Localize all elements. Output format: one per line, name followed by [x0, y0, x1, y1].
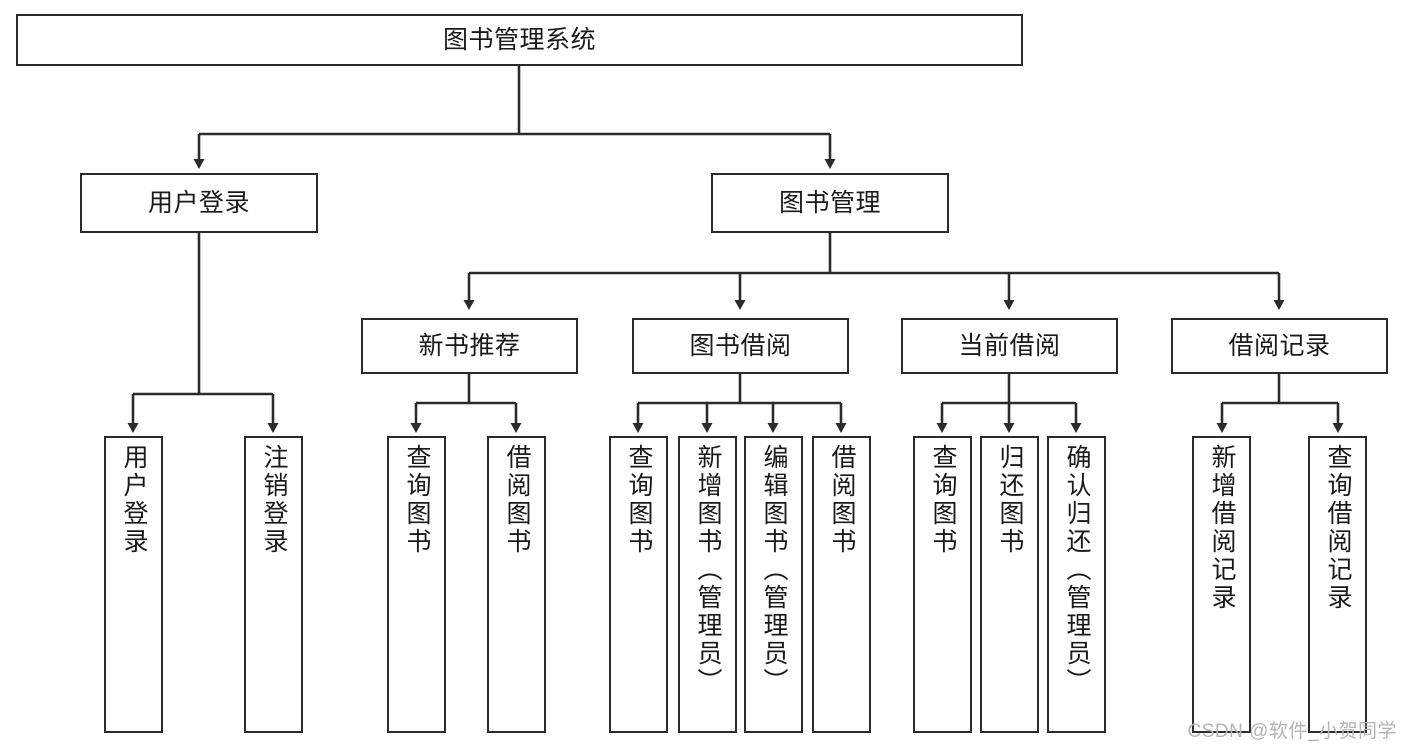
node-user-login[interactable]: 用户登录 [80, 173, 318, 233]
watermark-text: CSDN @软件_小贺同学 [1187, 721, 1397, 742]
node-label: 当前借阅 [958, 332, 1061, 360]
node-label: 新增图书（管理员） [694, 444, 722, 696]
leaf-logout[interactable]: 注销登录 [244, 436, 303, 733]
node-label: 新增借阅记录 [1208, 444, 1236, 612]
node-borrow-records[interactable]: 借阅记录 [1171, 318, 1388, 374]
node-root-system[interactable]: 图书管理系统 [16, 14, 1023, 66]
node-label: 借阅记录 [1228, 332, 1331, 360]
node-label: 用户登录 [147, 189, 250, 217]
node-label: 图书管理 [778, 189, 881, 217]
node-label: 图书借阅 [689, 332, 792, 360]
node-current-borrow[interactable]: 当前借阅 [901, 318, 1118, 374]
node-label: 查询图书 [929, 444, 957, 556]
node-label: 编辑图书（管理员） [760, 444, 788, 696]
leaf-return-books[interactable]: 归还图书 [980, 436, 1039, 733]
node-label: 查询借阅记录 [1324, 444, 1352, 612]
node-label: 查询图书 [625, 444, 653, 556]
node-label: 归还图书 [996, 444, 1024, 556]
leaf-add-borrow-record[interactable]: 新增借阅记录 [1192, 436, 1251, 733]
leaf-add-book-admin[interactable]: 新增图书（管理员） [678, 436, 737, 733]
node-label: 图书管理系统 [442, 26, 596, 54]
node-label: 确认归还（管理员） [1063, 444, 1091, 696]
leaf-confirm-return-admin[interactable]: 确认归还（管理员） [1047, 436, 1106, 733]
leaf-borrow-books-borrow[interactable]: 借阅图书 [812, 436, 871, 733]
node-label: 用户登录 [120, 444, 148, 556]
node-label: 查询图书 [403, 444, 431, 556]
node-label: 新书推荐 [418, 332, 521, 360]
node-new-book-recommend[interactable]: 新书推荐 [361, 318, 578, 374]
leaf-query-borrow-record[interactable]: 查询借阅记录 [1308, 436, 1367, 733]
leaf-query-books-borrow[interactable]: 查询图书 [609, 436, 668, 733]
leaf-user-login[interactable]: 用户登录 [104, 436, 163, 733]
node-label: 借阅图书 [828, 444, 856, 556]
leaf-query-books-new[interactable]: 查询图书 [387, 436, 446, 733]
node-label: 注销登录 [260, 444, 288, 556]
node-book-borrow[interactable]: 图书借阅 [632, 318, 849, 374]
leaf-edit-book-admin[interactable]: 编辑图书（管理员） [744, 436, 803, 733]
node-label: 借阅图书 [503, 444, 531, 556]
leaf-query-books-current[interactable]: 查询图书 [913, 436, 972, 733]
node-book-management[interactable]: 图书管理 [711, 173, 949, 233]
leaf-borrow-books-new[interactable]: 借阅图书 [487, 436, 546, 733]
